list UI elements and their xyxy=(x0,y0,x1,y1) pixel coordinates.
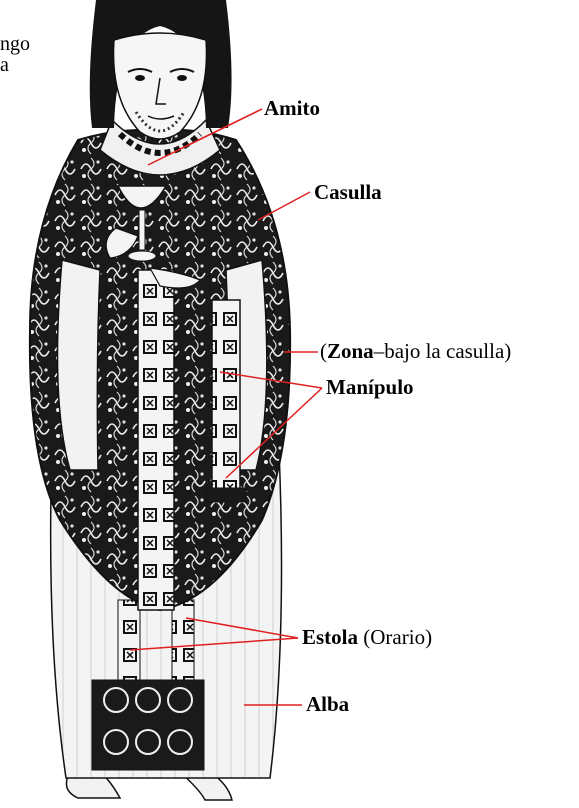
label-manipulo: Manípulo xyxy=(326,377,414,398)
figure-group xyxy=(30,0,290,800)
label-zona-open-paren: ( xyxy=(320,339,327,363)
label-manipulo-text: Manípulo xyxy=(326,375,414,399)
label-estola-text: Estola xyxy=(302,625,358,649)
label-amito-text: Amito xyxy=(264,96,320,120)
label-zona-text: Zona xyxy=(327,339,374,363)
label-estola: Estola (Orario) xyxy=(302,627,432,648)
label-casulla-text: Casulla xyxy=(314,180,382,204)
label-alba: Alba xyxy=(306,694,349,715)
label-zona: (Zona–bajo la casulla) xyxy=(320,341,511,362)
label-amito: Amito xyxy=(264,98,320,119)
label-estola-note: (Orario) xyxy=(358,625,432,649)
label-zona-note: –bajo la casulla) xyxy=(374,339,512,363)
label-alba-text: Alba xyxy=(306,692,349,716)
label-casulla: Casulla xyxy=(314,182,382,203)
